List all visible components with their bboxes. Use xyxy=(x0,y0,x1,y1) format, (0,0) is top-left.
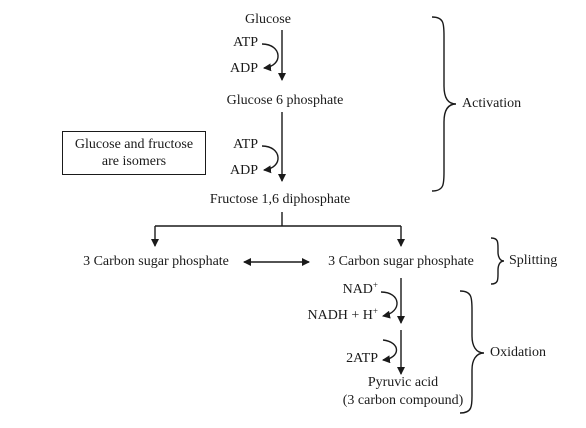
phase-splitting: Splitting xyxy=(509,253,558,268)
isomer-note-box: Glucose and fructose are isomers xyxy=(62,131,206,175)
curve-atp-out xyxy=(382,339,398,364)
node-3-carbon-sugar-phosphate-left: 3 Carbon sugar phosphate xyxy=(83,254,229,269)
phase-oxidation: Oxidation xyxy=(490,345,546,360)
node-3-carbon-sugar-phosphate-right: 3 Carbon sugar phosphate xyxy=(328,254,474,269)
curve-atp-adp-2 xyxy=(261,145,279,174)
phase-activation: Activation xyxy=(462,96,522,111)
curve-atp-adp-1 xyxy=(261,43,279,72)
node-pyruvic-acid: Pyruvic acid xyxy=(367,375,439,390)
brace-activation xyxy=(431,16,457,192)
node-pyruvic-acid-note: (3 carbon compound) xyxy=(342,393,464,408)
node-glucose: Glucose xyxy=(245,12,291,27)
cofactor-atp-2: ATP xyxy=(233,137,258,152)
cofactor-adp-2: ADP xyxy=(229,163,258,178)
isomer-note-line-2: are isomers xyxy=(101,154,167,169)
node-fructose-1-6-diphosphate: Fructose 1,6 diphosphate xyxy=(209,192,351,207)
brace-splitting xyxy=(490,237,505,285)
cofactor-nadh: NADH + H+ xyxy=(307,306,378,324)
curve-nad-nadh xyxy=(380,291,398,319)
brace-oxidation xyxy=(459,290,485,414)
cofactor-nad: NAD+ xyxy=(342,280,378,298)
cofactor-atp-1: ATP xyxy=(233,35,258,50)
cofactor-2atp: 2ATP xyxy=(346,351,378,366)
cofactor-adp-1: ADP xyxy=(229,61,258,76)
node-glucose-6-phosphate: Glucose 6 phosphate xyxy=(226,93,344,108)
isomer-note-line-1: Glucose and fructose xyxy=(74,137,194,152)
